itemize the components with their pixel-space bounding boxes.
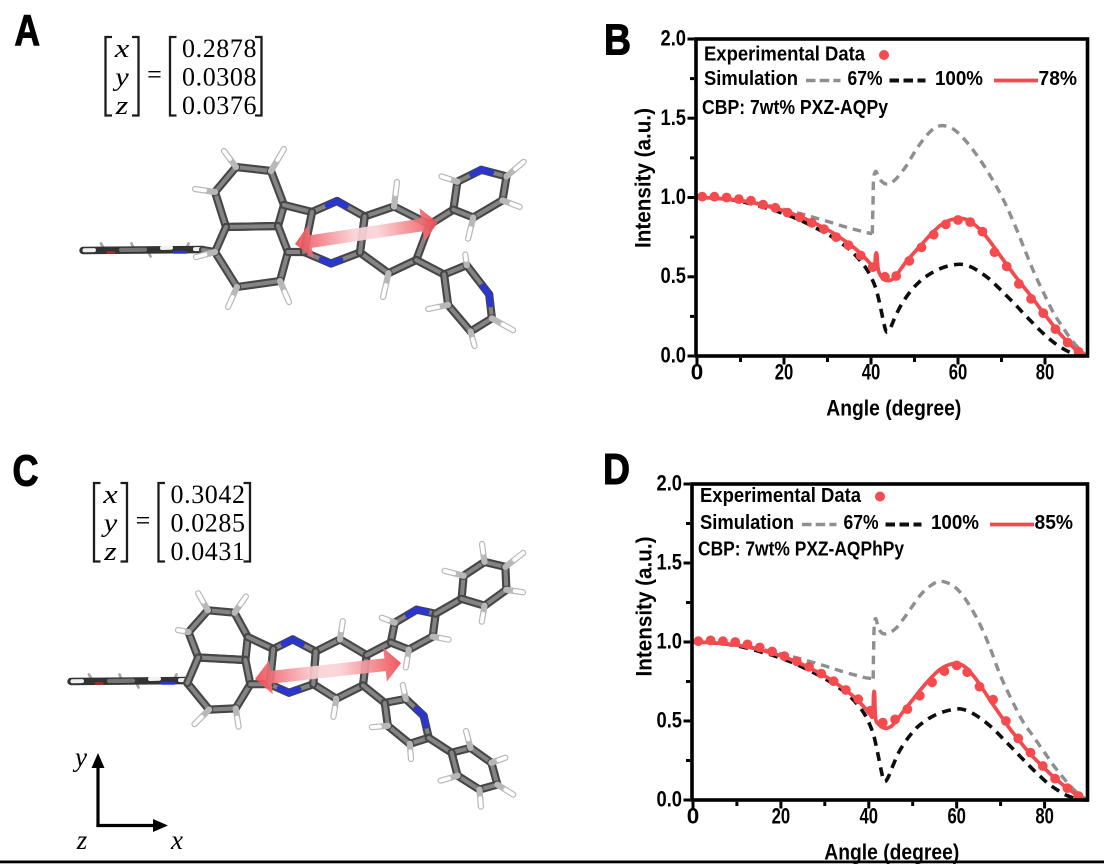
svg-text:20: 20: [772, 804, 791, 829]
svg-text:2.0: 2.0: [657, 471, 683, 496]
svg-text:0.0: 0.0: [657, 787, 683, 812]
svg-text:60: 60: [947, 804, 966, 829]
svg-text:0.0431: 0.0431: [171, 537, 246, 566]
svg-text:Experimental Data: Experimental Data: [700, 485, 862, 507]
svg-text:x: x: [113, 34, 129, 63]
svg-text:=: =: [147, 60, 162, 89]
svg-text:C: C: [13, 447, 39, 496]
svg-text:y: y: [112, 63, 130, 92]
svg-text:0.5: 0.5: [661, 263, 687, 288]
svg-text:CBP: 7wt% PXZ-AQPhPy: CBP: 7wt% PXZ-AQPhPy: [698, 539, 905, 561]
svg-text:y: y: [72, 742, 87, 772]
svg-text:Simulation: Simulation: [700, 512, 794, 534]
svg-text:0.0308: 0.0308: [182, 63, 257, 92]
svg-text:1.0: 1.0: [657, 629, 683, 654]
svg-text:z: z: [76, 825, 88, 855]
svg-text:100%: 100%: [931, 512, 979, 534]
svg-text:0.3042: 0.3042: [171, 480, 246, 509]
svg-text:B: B: [604, 16, 631, 65]
svg-text:x: x: [170, 825, 183, 855]
svg-text:1.0: 1.0: [661, 184, 687, 209]
svg-text:60: 60: [949, 360, 968, 385]
svg-text:D: D: [603, 445, 630, 494]
svg-text:=: =: [136, 506, 151, 535]
svg-text:100%: 100%: [935, 68, 983, 90]
svg-text:40: 40: [862, 360, 881, 385]
svg-text:Intensity (a.u.): Intensity (a.u.): [631, 108, 656, 248]
svg-text:Angle (degree): Angle (degree): [824, 840, 959, 865]
svg-text:85%: 85%: [1035, 512, 1074, 534]
svg-text:80: 80: [1036, 360, 1055, 385]
svg-text:z: z: [103, 537, 117, 566]
svg-text:78%: 78%: [1039, 68, 1078, 90]
svg-text:0: 0: [687, 804, 700, 829]
svg-text:A: A: [15, 6, 41, 55]
svg-text:z: z: [115, 91, 129, 120]
svg-text:y: y: [100, 509, 118, 538]
svg-text:x: x: [102, 480, 118, 509]
svg-text:1.5: 1.5: [657, 550, 683, 575]
svg-text:Angle (degree): Angle (degree): [826, 396, 961, 421]
svg-text:40: 40: [860, 804, 879, 829]
svg-text:67%: 67%: [848, 68, 883, 90]
svg-text:0.5: 0.5: [657, 708, 683, 733]
svg-text:20: 20: [775, 360, 794, 385]
svg-text:0.0376: 0.0376: [182, 91, 257, 120]
svg-text:0.0: 0.0: [661, 343, 687, 368]
svg-text:Experimental Data: Experimental Data: [704, 44, 866, 66]
svg-text:Intensity (a.u.): Intensity (a.u.): [632, 537, 657, 677]
svg-text:1.5: 1.5: [661, 105, 687, 130]
svg-text:67%: 67%: [844, 512, 879, 534]
svg-text:0: 0: [691, 360, 704, 385]
svg-text:80: 80: [1035, 804, 1054, 829]
svg-text:0.0285: 0.0285: [171, 509, 246, 538]
svg-text:Simulation: Simulation: [704, 68, 798, 90]
svg-text:2.0: 2.0: [661, 26, 687, 51]
svg-text:0.2878: 0.2878: [182, 34, 257, 63]
svg-text:CBP: 7wt% PXZ-AQPy: CBP: 7wt% PXZ-AQPy: [702, 97, 889, 119]
